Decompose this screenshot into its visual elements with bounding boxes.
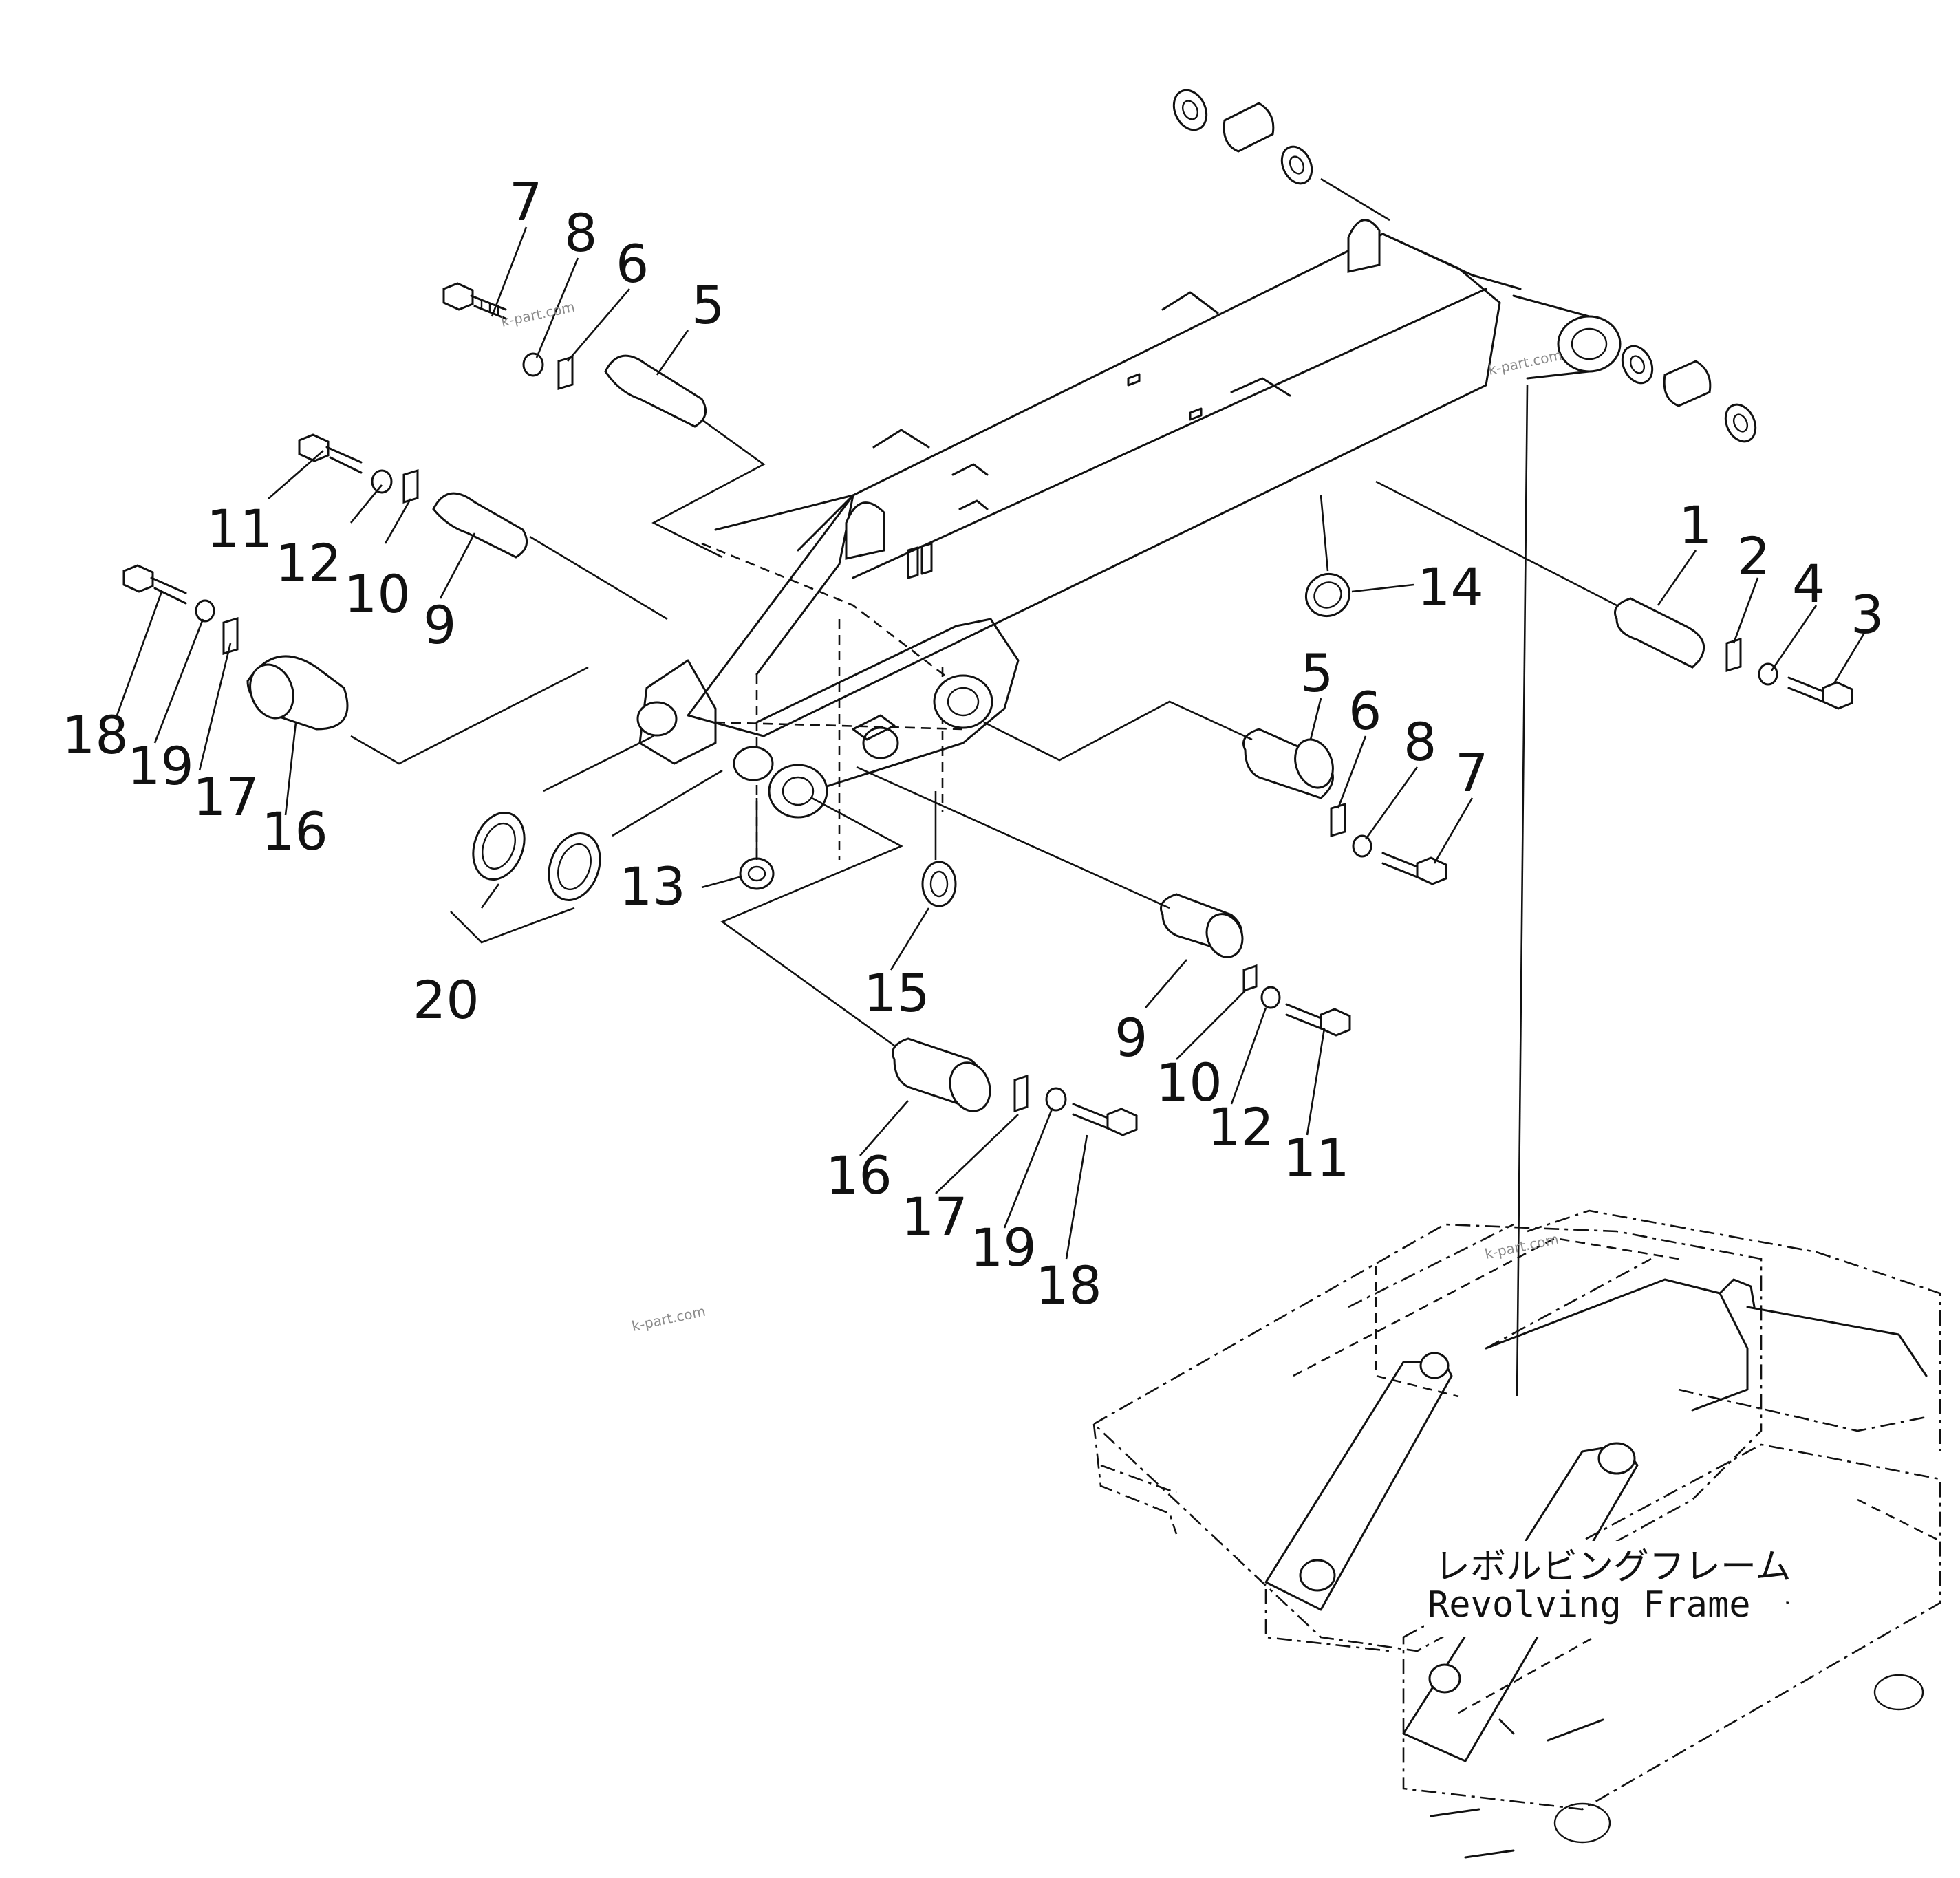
label-12-right: 12 — [1207, 1097, 1274, 1158]
label-20: 20 — [413, 969, 480, 1030]
watermark: k-part.com — [630, 1303, 707, 1335]
label-6: 6 — [616, 233, 649, 294]
label-14: 14 — [1417, 557, 1484, 618]
watermark: k-part.com — [1487, 347, 1564, 378]
label-11-right: 11 — [1283, 1127, 1350, 1189]
label-5: 5 — [691, 274, 724, 336]
label-leaders — [116, 226, 1866, 1260]
label-2: 2 — [1737, 526, 1770, 587]
label-19: 19 — [127, 735, 194, 797]
watermark: k-part.com — [1483, 1231, 1560, 1262]
label-6-right: 6 — [1348, 680, 1381, 742]
label-3: 3 — [1851, 584, 1884, 645]
label-7: 7 — [509, 171, 542, 233]
part-labels: 7 8 6 5 11 12 10 9 18 19 17 16 1 2 4 3 1… — [62, 171, 1884, 1316]
label-11: 11 — [206, 498, 273, 559]
label-9-right: 9 — [1114, 1007, 1148, 1068]
label-7-right: 7 — [1455, 742, 1488, 803]
label-8-right: 8 — [1403, 711, 1436, 773]
upper-left-pin-group — [122, 282, 707, 731]
label-19-right: 19 — [970, 1217, 1037, 1278]
label-12: 12 — [275, 532, 342, 594]
shims — [472, 572, 1351, 907]
label-18-right: 18 — [1035, 1255, 1102, 1316]
boom-arm — [636, 219, 1622, 860]
watermarks: k-part.com k-part.com k-part.com k-part.… — [499, 299, 1564, 1335]
label-17-right: 17 — [901, 1186, 968, 1247]
rear-bushings — [1172, 89, 1757, 443]
label-9: 9 — [423, 594, 456, 656]
label-16: 16 — [261, 801, 328, 862]
caption-english: Revolving Frame — [1428, 1584, 1751, 1626]
watermark: k-part.com — [499, 299, 577, 330]
right-pin-group — [892, 597, 1853, 1136]
label-13: 13 — [619, 856, 686, 917]
label-16-right: 16 — [826, 1145, 892, 1206]
label-1: 1 — [1679, 495, 1712, 556]
label-8: 8 — [564, 202, 597, 263]
label-10-right: 10 — [1156, 1052, 1223, 1113]
label-5-right: 5 — [1300, 643, 1333, 704]
label-15: 15 — [863, 962, 930, 1024]
caption-japanese: レボルビングフレーム — [1434, 1546, 1791, 1588]
label-4: 4 — [1792, 553, 1825, 614]
label-17: 17 — [193, 766, 259, 828]
revolving-frame — [1092, 1209, 1941, 1859]
revolving-frame-caption: レボルビングフレーム Revolving Frame — [1424, 1541, 1791, 1637]
label-10: 10 — [344, 563, 411, 625]
